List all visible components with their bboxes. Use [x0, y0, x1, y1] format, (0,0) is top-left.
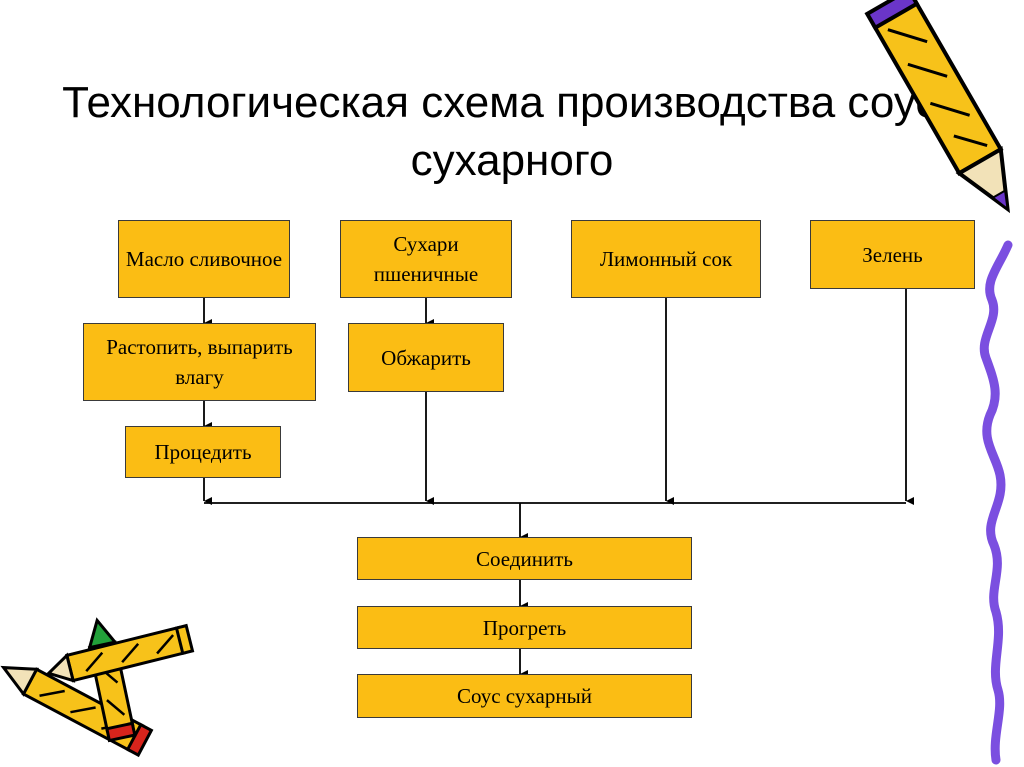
box-progret: Прогреть	[357, 606, 692, 649]
box-procedit: Процедить	[125, 426, 281, 478]
box-suhari: Сухари пшеничные	[340, 220, 512, 298]
box-sous: Соус сухарный	[357, 674, 692, 718]
box-zelen: Зелень	[810, 220, 975, 289]
box-limon: Лимонный сок	[571, 220, 761, 298]
box-rastopit: Растопить, выпарить влагу	[83, 323, 316, 401]
box-obzharit: Обжарить	[348, 323, 504, 392]
box-soedinit: Соединить	[357, 537, 692, 580]
box-maslo: Масло сливочное	[118, 220, 290, 298]
title-line-2: сухарного	[410, 136, 614, 185]
page-title: Технологическая схема производства соуса…	[0, 74, 1024, 190]
title-line-1: Технологическая схема производства соуса	[62, 78, 962, 127]
